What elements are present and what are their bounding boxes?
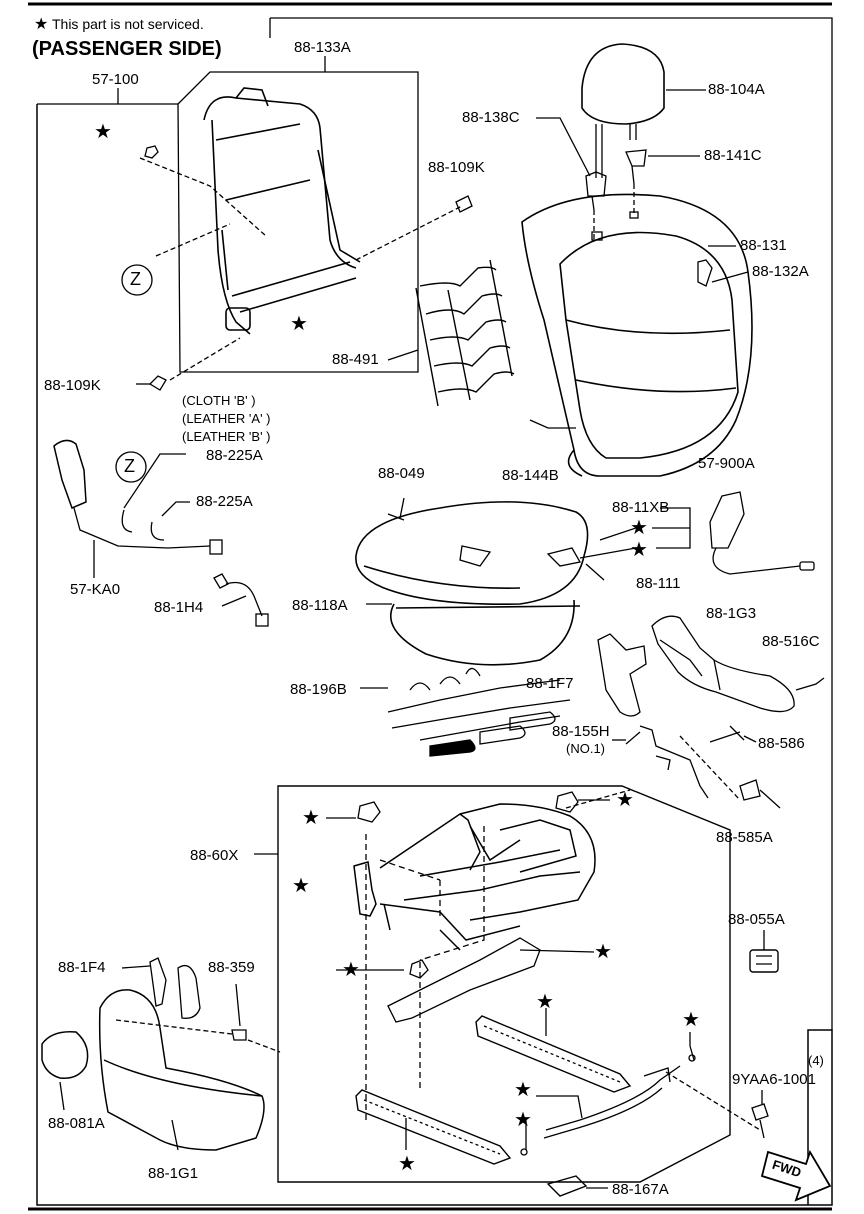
label-88-055A: 88-055A (728, 911, 785, 928)
label-88-155H: 88-155H (552, 723, 610, 740)
label-88-118A: 88-118A (292, 597, 348, 614)
label-88-225A-1: 88-225A (206, 447, 263, 464)
label-88-049: 88-049 (378, 465, 425, 482)
star-icon: ★ (398, 1153, 416, 1175)
z-callout-upper: Z (130, 269, 141, 289)
spring-mat (415, 259, 515, 407)
star-icon: ★ (302, 807, 320, 829)
star-icon: ★ (682, 1009, 700, 1031)
star-icon: ★ (536, 991, 554, 1013)
star-icon: ★ (342, 959, 360, 981)
star-icon: ★ (616, 789, 634, 811)
assembly-outline (36, 104, 833, 1206)
label-88-196B: 88-196B (290, 681, 347, 698)
harness-57-KA0 (53, 439, 223, 578)
label-88-138C: 88-138C (462, 109, 520, 126)
label-9YAA6-qty: (4) (808, 1053, 824, 1068)
label-88-586: 88-586 (758, 735, 805, 752)
label-88-109K-top: 88-109K (428, 159, 485, 176)
variant-leather-a: (LEATHER 'A' ) (182, 411, 271, 426)
label-88-155H-sub: (NO.1) (566, 741, 605, 756)
label-88-081A: 88-081A (48, 1115, 105, 1132)
label-88-1F7: 88-1F7 (526, 675, 574, 692)
label-88-491: 88-491 (332, 351, 379, 368)
headrest-drawing (581, 43, 706, 178)
star-icon: ★ (34, 16, 49, 33)
label-88-60X: 88-60X (190, 847, 239, 864)
star-icon: ★ (630, 539, 648, 561)
seat-back-frame (203, 87, 361, 335)
cushion-spring (360, 667, 571, 757)
label-88-167A: 88-167A (612, 1181, 669, 1198)
label-88-133A: 88-133A (294, 39, 351, 56)
label-88-1F4: 88-1F4 (58, 959, 106, 976)
label-88-141C: 88-141C (704, 147, 762, 164)
seat-back-cushion (521, 193, 753, 477)
label-88-144B: 88-144B (502, 467, 559, 484)
right-rail (475, 1015, 632, 1093)
label-88-11XB: 88-11XB (612, 499, 670, 516)
label-88-585A: 88-585A (716, 829, 773, 846)
label-88-1G3: 88-1G3 (706, 605, 757, 622)
label-9YAA6-1001: 9YAA6-1001 (732, 1071, 816, 1088)
label-88-1H4: 88-1H4 (154, 599, 204, 616)
seat-belt-buckle (709, 491, 815, 575)
star-icon: ★ (292, 875, 310, 897)
star-icon: ★ (514, 1109, 532, 1131)
label-57-KA0: 57-KA0 (70, 581, 121, 598)
adjuster-box (277, 785, 731, 1183)
not-serviced-note: ★ This part is not serviced. (34, 16, 204, 33)
label-57-100: 57-100 (92, 71, 139, 88)
star-icon: ★ (94, 121, 112, 143)
frame-box (177, 71, 419, 373)
label-88-132A: 88-132A (752, 263, 809, 280)
label-88-225A-2: 88-225A (196, 493, 253, 510)
variant-cloth-b: (CLOTH 'B' ) (182, 393, 256, 408)
cross-bracket (387, 937, 541, 1023)
star-icon: ★ (630, 517, 648, 539)
side-shield (651, 615, 795, 713)
seat-frame-adjuster (353, 803, 596, 951)
outer-shield (98, 989, 265, 1151)
passenger-side-title: (PASSENGER SIDE) (32, 38, 222, 60)
star-icon: ★ (594, 941, 612, 963)
label-88-131: 88-131 (740, 237, 787, 254)
left-rail (355, 1089, 512, 1165)
clip-88-167A (546, 1175, 588, 1197)
star-icon: ★ (514, 1079, 532, 1101)
inner-cover (597, 633, 647, 717)
label-88-111: 88-111 (636, 575, 681, 592)
label-88-516C: 88-516C (762, 633, 820, 650)
z-callout-lower: Z (124, 456, 135, 476)
label-88-109K-bottom: 88-109K (44, 377, 101, 394)
clip-88-055A (749, 949, 779, 973)
knob-88-081A (41, 1031, 89, 1079)
seat-cushion (355, 501, 589, 666)
variant-leather-b: (LEATHER 'B' ) (182, 429, 271, 444)
label-88-1G1: 88-1G1 (148, 1165, 199, 1182)
label-57-900A: 57-900A (698, 455, 755, 472)
label-88-359: 88-359 (208, 959, 255, 976)
star-icon: ★ (290, 313, 308, 335)
label-88-104A: 88-104A (708, 81, 765, 98)
